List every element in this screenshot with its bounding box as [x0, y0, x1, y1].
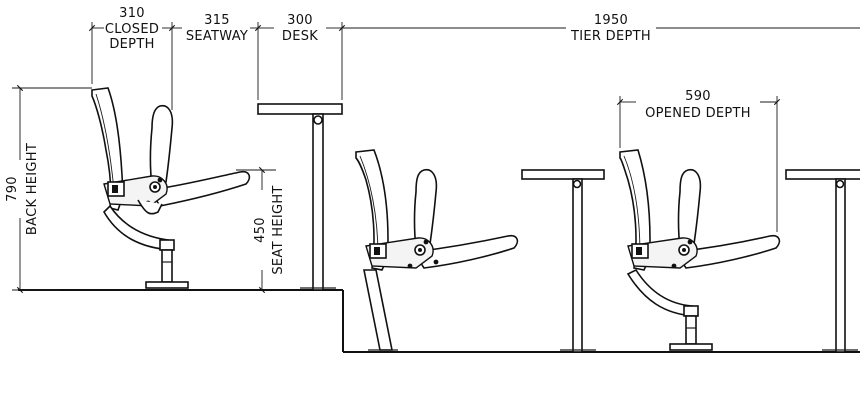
tier-depth-value: 1950 [594, 13, 628, 28]
seatway-value: 315 [204, 13, 230, 28]
seat-height-label: SEAT HEIGHT [271, 185, 286, 274]
back-height-value: 790 [5, 176, 20, 202]
desk-value: 300 [287, 13, 313, 28]
closed-depth-value: 310 [119, 6, 145, 21]
dimension-seat-height: 450 SEAT HEIGHT [236, 166, 286, 294]
dimension-back-height: 790 BACK HEIGHT [5, 84, 92, 294]
desk-icon [521, 169, 605, 353]
desk-icon [257, 103, 343, 291]
opened-depth-value: 590 [685, 89, 711, 104]
desk-label: DESK [282, 29, 318, 44]
folding-seat-icon [91, 87, 251, 289]
back-height-label: BACK HEIGHT [25, 143, 40, 235]
closed-depth-label: CLOSED [105, 22, 159, 37]
opened-depth-label: OPENED DEPTH [645, 106, 751, 121]
tier-depth-label: TIER DEPTH [570, 29, 651, 44]
desk-icon [785, 169, 860, 353]
dimension-closed-depth: 310 CLOSED DEPTH [88, 6, 176, 52]
dimension-desk: 300 DESK [258, 13, 346, 44]
dimension-opened-depth: 590 OPENED DEPTH [616, 89, 781, 232]
seat-height-value: 450 [253, 217, 268, 243]
folding-seat-icon [355, 149, 519, 351]
tier-floor [18, 289, 860, 353]
folding-seat-icon [619, 149, 781, 351]
seatway-label: SEATWAY [186, 29, 248, 44]
dimension-tier-depth: 1950 TIER DEPTH [342, 13, 860, 44]
dimension-extension-lines [91, 22, 343, 110]
closed-depth-label: DEPTH [109, 37, 154, 52]
dimension-seatway: 315 SEATWAY [172, 13, 262, 44]
